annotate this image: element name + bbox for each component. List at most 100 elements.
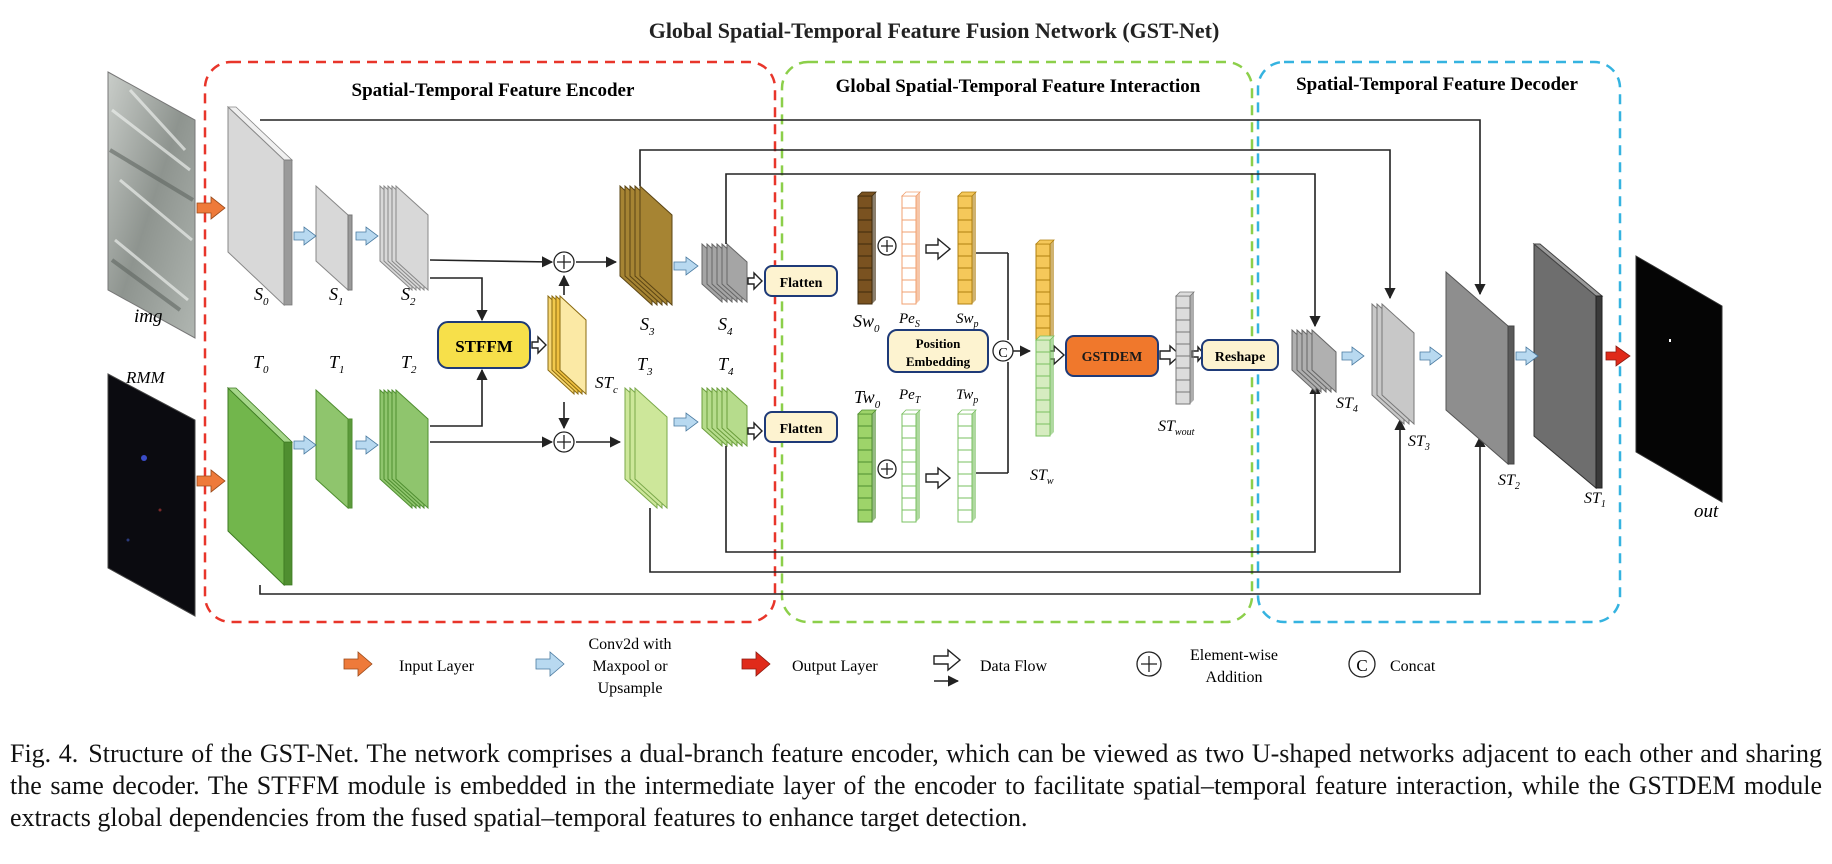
stffm-block [437,321,531,369]
label-t3: T3 [637,354,653,378]
interaction-region [780,60,1254,624]
output-image [1635,255,1723,503]
label-t4: T4 [718,354,734,378]
legend-concat-label: Concat [1390,658,1436,675]
feature-map-st4 [1291,328,1337,394]
feature-map-t4 [701,386,748,448]
legend-conv-label-1: Conv2d with [588,636,671,653]
reshape-block [1201,339,1279,371]
label-twp: Twp [956,387,978,406]
legend-data-flow-label: Data Flow [980,658,1048,675]
label-swp: Swp [956,311,979,330]
legend-output-label: Output Layer [792,658,878,675]
encoder-region [203,60,777,624]
out-label: out [1694,501,1719,522]
legend-input-label: Input Layer [399,658,475,675]
label-s2: S2 [401,284,416,308]
label-stwout: STwout [1158,418,1195,438]
flatten-bottom-label: Flatten [780,422,823,437]
flatten-top-block [764,265,838,297]
legend-concat-icon [1348,650,1376,678]
token-column-sw0 [857,191,877,305]
feature-map-s0 [226,105,294,307]
position-embedding-label-1: Position [916,336,962,351]
label-pet: PeT [898,387,922,406]
caption-text: Structure of the GST-Net. The network co… [10,739,1822,832]
caption-fig-label: Fig. 4. [10,739,79,768]
label-tw0: Tw0 [854,387,881,411]
position-embedding-label-2: Embedding [906,354,971,369]
encoder-connections [429,252,1032,474]
feature-map-t1 [315,388,353,510]
stffm-label: STFFM [455,337,513,356]
plus-node-top [553,251,575,273]
token-column-twp [957,409,977,523]
label-t0: T0 [253,352,269,376]
conv-arrows [293,226,699,455]
plus-node-pet [877,459,897,479]
token-column-pet [901,409,921,523]
legend-conv-arrow-icon [535,651,565,677]
legend-plus-icon [1136,651,1162,677]
legend-conv-label-3: Upsample [598,680,663,697]
rmm-label: RMM [125,368,166,387]
token-column-stwout [1175,291,1195,405]
output-arrow [1605,345,1631,367]
feature-map-s4 [701,242,748,304]
feature-map-t2 [379,388,429,510]
feature-map-s2 [379,184,429,292]
token-column-stw-bottom [1035,335,1055,437]
token-column-tw0 [857,409,877,523]
gstdem-block [1065,335,1159,377]
token-column-stw-top [1035,239,1055,341]
position-embedding-block [887,329,989,373]
input-image-img [107,71,196,339]
decoder-conv-arrows [1341,346,1539,366]
flatten-bottom-block [764,411,838,443]
label-st2: ST2 [1498,472,1520,492]
encoder-title: Spatial-Temporal Feature Encoder [352,80,635,101]
token-columns [857,191,1195,523]
label-st4: ST4 [1336,395,1358,415]
input-image-rmm [107,373,196,617]
label-t2: T2 [401,352,417,376]
token-column-pes [901,191,921,305]
input-arrow-rmm [196,469,226,493]
gstdem-label: GSTDEM [1082,350,1143,365]
figure-caption: Fig. 4.Structure of the GST-Net. The net… [10,738,1822,834]
architecture-diagram: Global Spatial-Temporal Feature Fusion N… [107,18,1723,697]
flatten-top-label: Flatten [780,276,823,291]
label-pes: PeS [898,311,920,330]
legend: Input Layer Conv2d with Maxpool or Upsam… [343,636,1436,697]
legend-conv-label-2: Maxpool or [592,658,668,675]
label-st3: ST3 [1408,433,1430,453]
label-sw0: Sw0 [853,311,880,335]
skip-connections [259,119,1486,595]
feature-map-st2 [1445,270,1515,466]
interaction-title: Global Spatial-Temporal Feature Interact… [836,76,1201,97]
label-s1: S1 [329,284,344,308]
figure-title: Global Spatial-Temporal Feature Fusion N… [649,18,1220,43]
feature-map-t0 [227,386,293,587]
label-st1: ST1 [1584,490,1606,510]
feature-map-st1 [1532,242,1604,490]
label-s4: S4 [718,314,733,338]
legend-add-label-2: Addition [1206,669,1263,686]
label-t1: T1 [329,352,345,376]
label-stc: STc [595,373,618,396]
plus-node-pes [877,236,897,256]
feature-map-st3 [1371,302,1415,426]
label-s0: S0 [254,284,269,308]
reshape-label: Reshape [1215,350,1266,365]
concat-node-label: C [998,346,1007,361]
legend-output-arrow-icon [741,651,771,677]
plus-node-bottom [553,431,575,453]
token-column-swp [957,191,977,305]
label-stw: STw [1030,467,1054,487]
legend-add-label-1: Element-wise [1190,647,1278,664]
legend-concat-symbol: C [1356,656,1367,675]
feature-map-t3 [624,386,668,510]
legend-hollow-arrow-icon [933,648,962,672]
feature-map-s3 [619,184,673,307]
decoder-title: Spatial-Temporal Feature Decoder [1296,74,1578,95]
